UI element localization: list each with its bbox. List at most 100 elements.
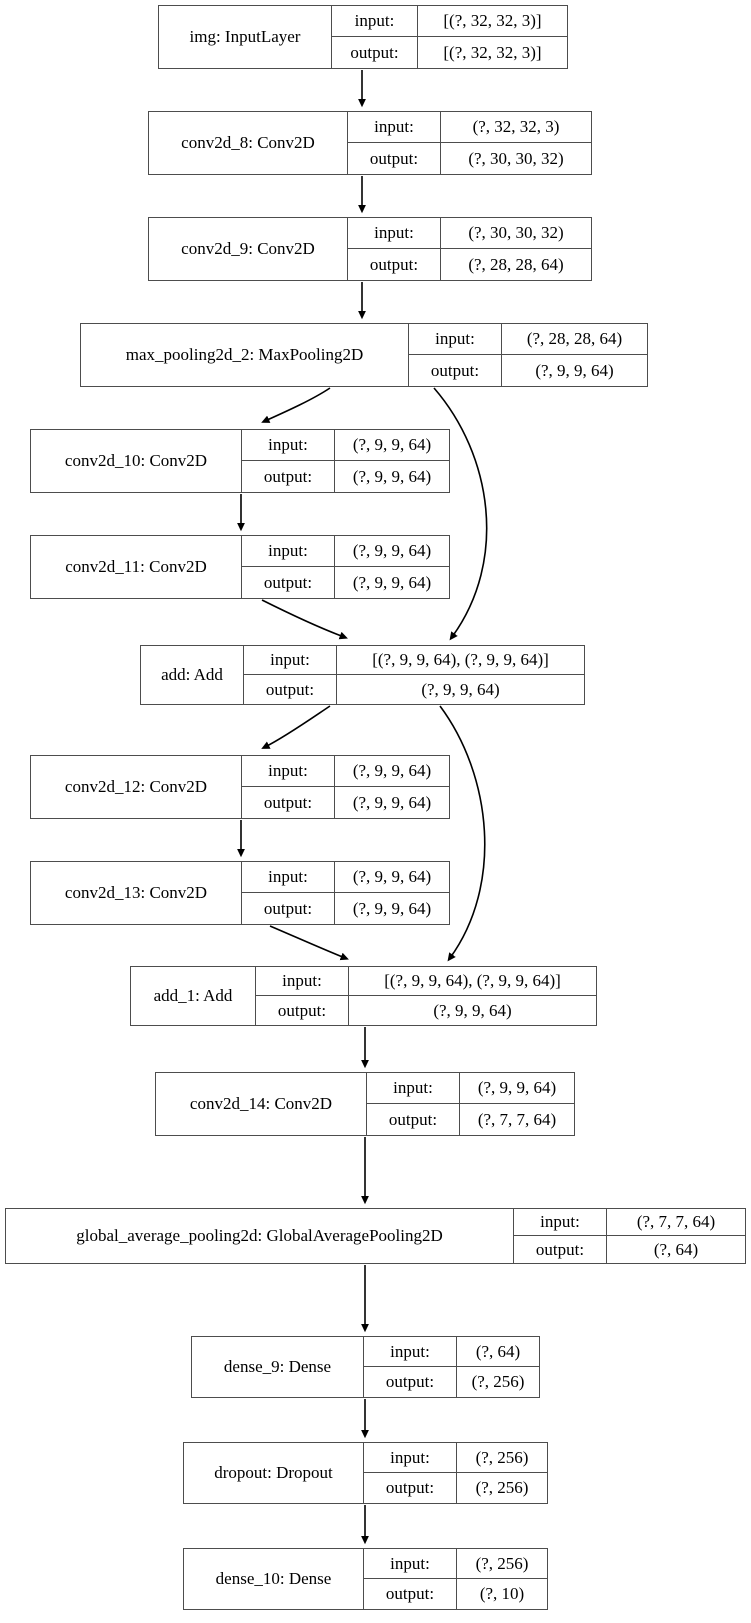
node-io-table-conv2d_10: input: (?, 9, 9, 64) output: (?, 9, 9, 64) <box>242 430 449 492</box>
output-label-conv2d_9: output: <box>348 249 441 280</box>
node-io-table-add: input:[(?, 9, 9, 64), (?, 9, 9, 64)]outp… <box>244 646 584 704</box>
node-io-table-max_pooling2d_2: input: (?, 28, 28, 64) output: (?, 9, 9, 64… <box>409 324 647 386</box>
output-shape-add: (?, 9, 9, 64) <box>421 679 500 699</box>
input-label-conv2d_12: input: <box>242 756 335 786</box>
node-label-conv2d_8: conv2d_8: Conv2D <box>149 112 348 174</box>
node-output-row-dense_9: output: (?, 256) <box>364 1367 539 1397</box>
output-label-conv2d_8: output: <box>348 143 441 174</box>
node-output-row-conv2d_8: output:(?, 30, 30, 32) <box>348 143 591 174</box>
input-label-conv2d_11: input: <box>242 536 335 566</box>
node-io-table-conv2d_9: input: (?, 30, 30, 32) output: (?, 28, 28, … <box>348 218 591 280</box>
node-input-row-dense_9: input: (?, 64) <box>364 1337 539 1367</box>
output-label-dense_10: output: <box>364 1579 457 1609</box>
node-label-conv2d_11: conv2d_11: Conv2D <box>31 536 242 598</box>
node-output-row-add_1: output:(?, 9, 9, 64) <box>256 996 596 1025</box>
input-label-dense_9: input: <box>364 1337 457 1366</box>
node-label-add_1: add_1: Add <box>131 967 256 1025</box>
node-output-row-add: output: (?, 9, 9, 64) <box>244 675 584 704</box>
output-label-add: output: <box>244 675 337 704</box>
node-label-conv2d_12: conv2d_12: Conv2D <box>31 756 242 818</box>
input-shape-dense_9: (?, 64) <box>475 1341 521 1361</box>
node-output-row-conv2d_9: output: (?, 28, 28, 64) <box>348 249 591 280</box>
node-output-row-conv2d_13: output: (?, 9, 9, 64) <box>242 893 449 924</box>
node-io-table-dropout: input:(?, 256)output: (?, 256) <box>364 1443 547 1503</box>
output-label-max_pooling2d_2: output: <box>409 355 502 386</box>
output-shape-conv2d_14: (?, 7, 7, 64) <box>477 1109 557 1129</box>
edge-max_pooling2d_2-to-conv2d_10 <box>261 387 331 423</box>
output-shape-dense_10: (?, 10) <box>479 1584 525 1603</box>
output-label-dense_9: output: <box>364 1367 457 1397</box>
output-shape-dense_9: (?, 256) <box>471 1372 525 1391</box>
edge-conv2d_13-to-add_1 <box>269 925 349 961</box>
output-label-conv2d_11: output: <box>242 567 335 598</box>
edge-add-to-conv2d_12 <box>261 705 331 749</box>
input-shape-global_average_pooling2d: (?, 7, 7, 64) <box>636 1212 716 1231</box>
node-input-row-conv2d_9: input: (?, 30, 30, 32) <box>348 218 591 249</box>
input-label-conv2d_8: input: <box>348 112 441 142</box>
input-label-dense_10: input: <box>364 1549 457 1578</box>
output-label-dropout: output: <box>364 1473 457 1503</box>
node-input-row-conv2d_11: input: (?, 9, 9, 64) <box>242 536 449 567</box>
input-label-max_pooling2d_2: input: <box>409 324 502 354</box>
output-shape-max_pooling2d_2: (?, 9, 9, 64) <box>535 360 614 380</box>
node-output-row-max_pooling2d_2: output: (?, 9, 9, 64) <box>409 355 647 386</box>
input-label-add_1: input: <box>256 967 349 995</box>
node-input-row-conv2d_12: input:(?, 9, 9, 64) <box>242 756 449 787</box>
node-input-row-conv2d_13: input:(?, 9, 9, 64) <box>242 862 449 893</box>
node-input-row-dropout: input:(?, 256) <box>364 1443 547 1473</box>
node-output-row-dense_10: output: (?, 10) <box>364 1579 547 1609</box>
input-shape-dense_10: (?, 256) <box>475 1553 529 1573</box>
output-shape-dropout: (?, 256) <box>475 1478 529 1497</box>
output-label-conv2d_10: output: <box>242 461 335 492</box>
node-io-table-add_1: input:[(?, 9, 9, 64), (?, 9, 9, 64)]outp… <box>256 967 596 1025</box>
node-io-table-dense_9: input: (?, 64) output: (?, 256) <box>364 1337 539 1397</box>
input-shape-conv2d_11: (?, 9, 9, 64) <box>352 541 432 560</box>
output-shape-conv2d_10: (?, 9, 9, 64) <box>352 466 432 486</box>
output-label-conv2d_13: output: <box>242 893 335 924</box>
input-label-dropout: input: <box>364 1443 457 1472</box>
output-label-img: output: <box>332 37 418 68</box>
output-shape-global_average_pooling2d: (?, 64) <box>653 1239 699 1259</box>
node-input-row-conv2d_14: input:(?, 9, 9, 64) <box>367 1073 574 1104</box>
node-io-table-img: input:[(?, 32, 32, 3)]output: [(?, 32, 32… <box>332 6 567 68</box>
node-label-conv2d_13: conv2d_13: Conv2D <box>31 862 242 924</box>
input-label-add: input: <box>244 646 337 674</box>
node-io-table-conv2d_14: input:(?, 9, 9, 64)output:(?, 7, 7, 64) <box>367 1073 574 1135</box>
input-shape-conv2d_8: (?, 32, 32, 3) <box>472 117 560 136</box>
node-input-row-img: input:[(?, 32, 32, 3)] <box>332 6 567 37</box>
output-shape-conv2d_9: (?, 28, 28, 64) <box>468 254 564 274</box>
input-label-conv2d_9: input: <box>348 218 441 248</box>
node-input-row-add_1: input:[(?, 9, 9, 64), (?, 9, 9, 64)] <box>256 967 596 996</box>
output-label-conv2d_12: output: <box>242 787 335 818</box>
node-output-row-conv2d_12: output:(?, 9, 9, 64) <box>242 787 449 818</box>
input-label-conv2d_10: input: <box>242 430 335 460</box>
output-shape-add_1: (?, 9, 9, 64) <box>433 1000 512 1020</box>
input-shape-conv2d_9: (?, 30, 30, 32) <box>468 223 564 242</box>
input-shape-img: [(?, 32, 32, 3)] <box>443 11 542 30</box>
input-shape-conv2d_10: (?, 9, 9, 64) <box>352 435 432 454</box>
node-io-table-conv2d_8: input: (?, 32, 32, 3) output:(?, 30, 30, 3… <box>348 112 591 174</box>
input-shape-max_pooling2d_2: (?, 28, 28, 64) <box>526 329 623 348</box>
output-shape-conv2d_13: (?, 9, 9, 64) <box>352 898 432 918</box>
node-input-row-conv2d_10: input: (?, 9, 9, 64) <box>242 430 449 461</box>
graph-node-global_average_pooling2d[interactable]: global_average_pooling2d: GlobalAverageP… <box>5 1208 746 1264</box>
node-output-row-conv2d_14: output:(?, 7, 7, 64) <box>367 1104 574 1135</box>
node-io-table-conv2d_13: input:(?, 9, 9, 64)output: (?, 9, 9, 64) <box>242 862 449 924</box>
node-label-img: img: InputLayer <box>159 6 332 68</box>
node-output-row-global_average_pooling2d: output:(?, 64) <box>514 1236 745 1263</box>
node-label-global_average_pooling2d: global_average_pooling2d: GlobalAverageP… <box>6 1209 514 1263</box>
